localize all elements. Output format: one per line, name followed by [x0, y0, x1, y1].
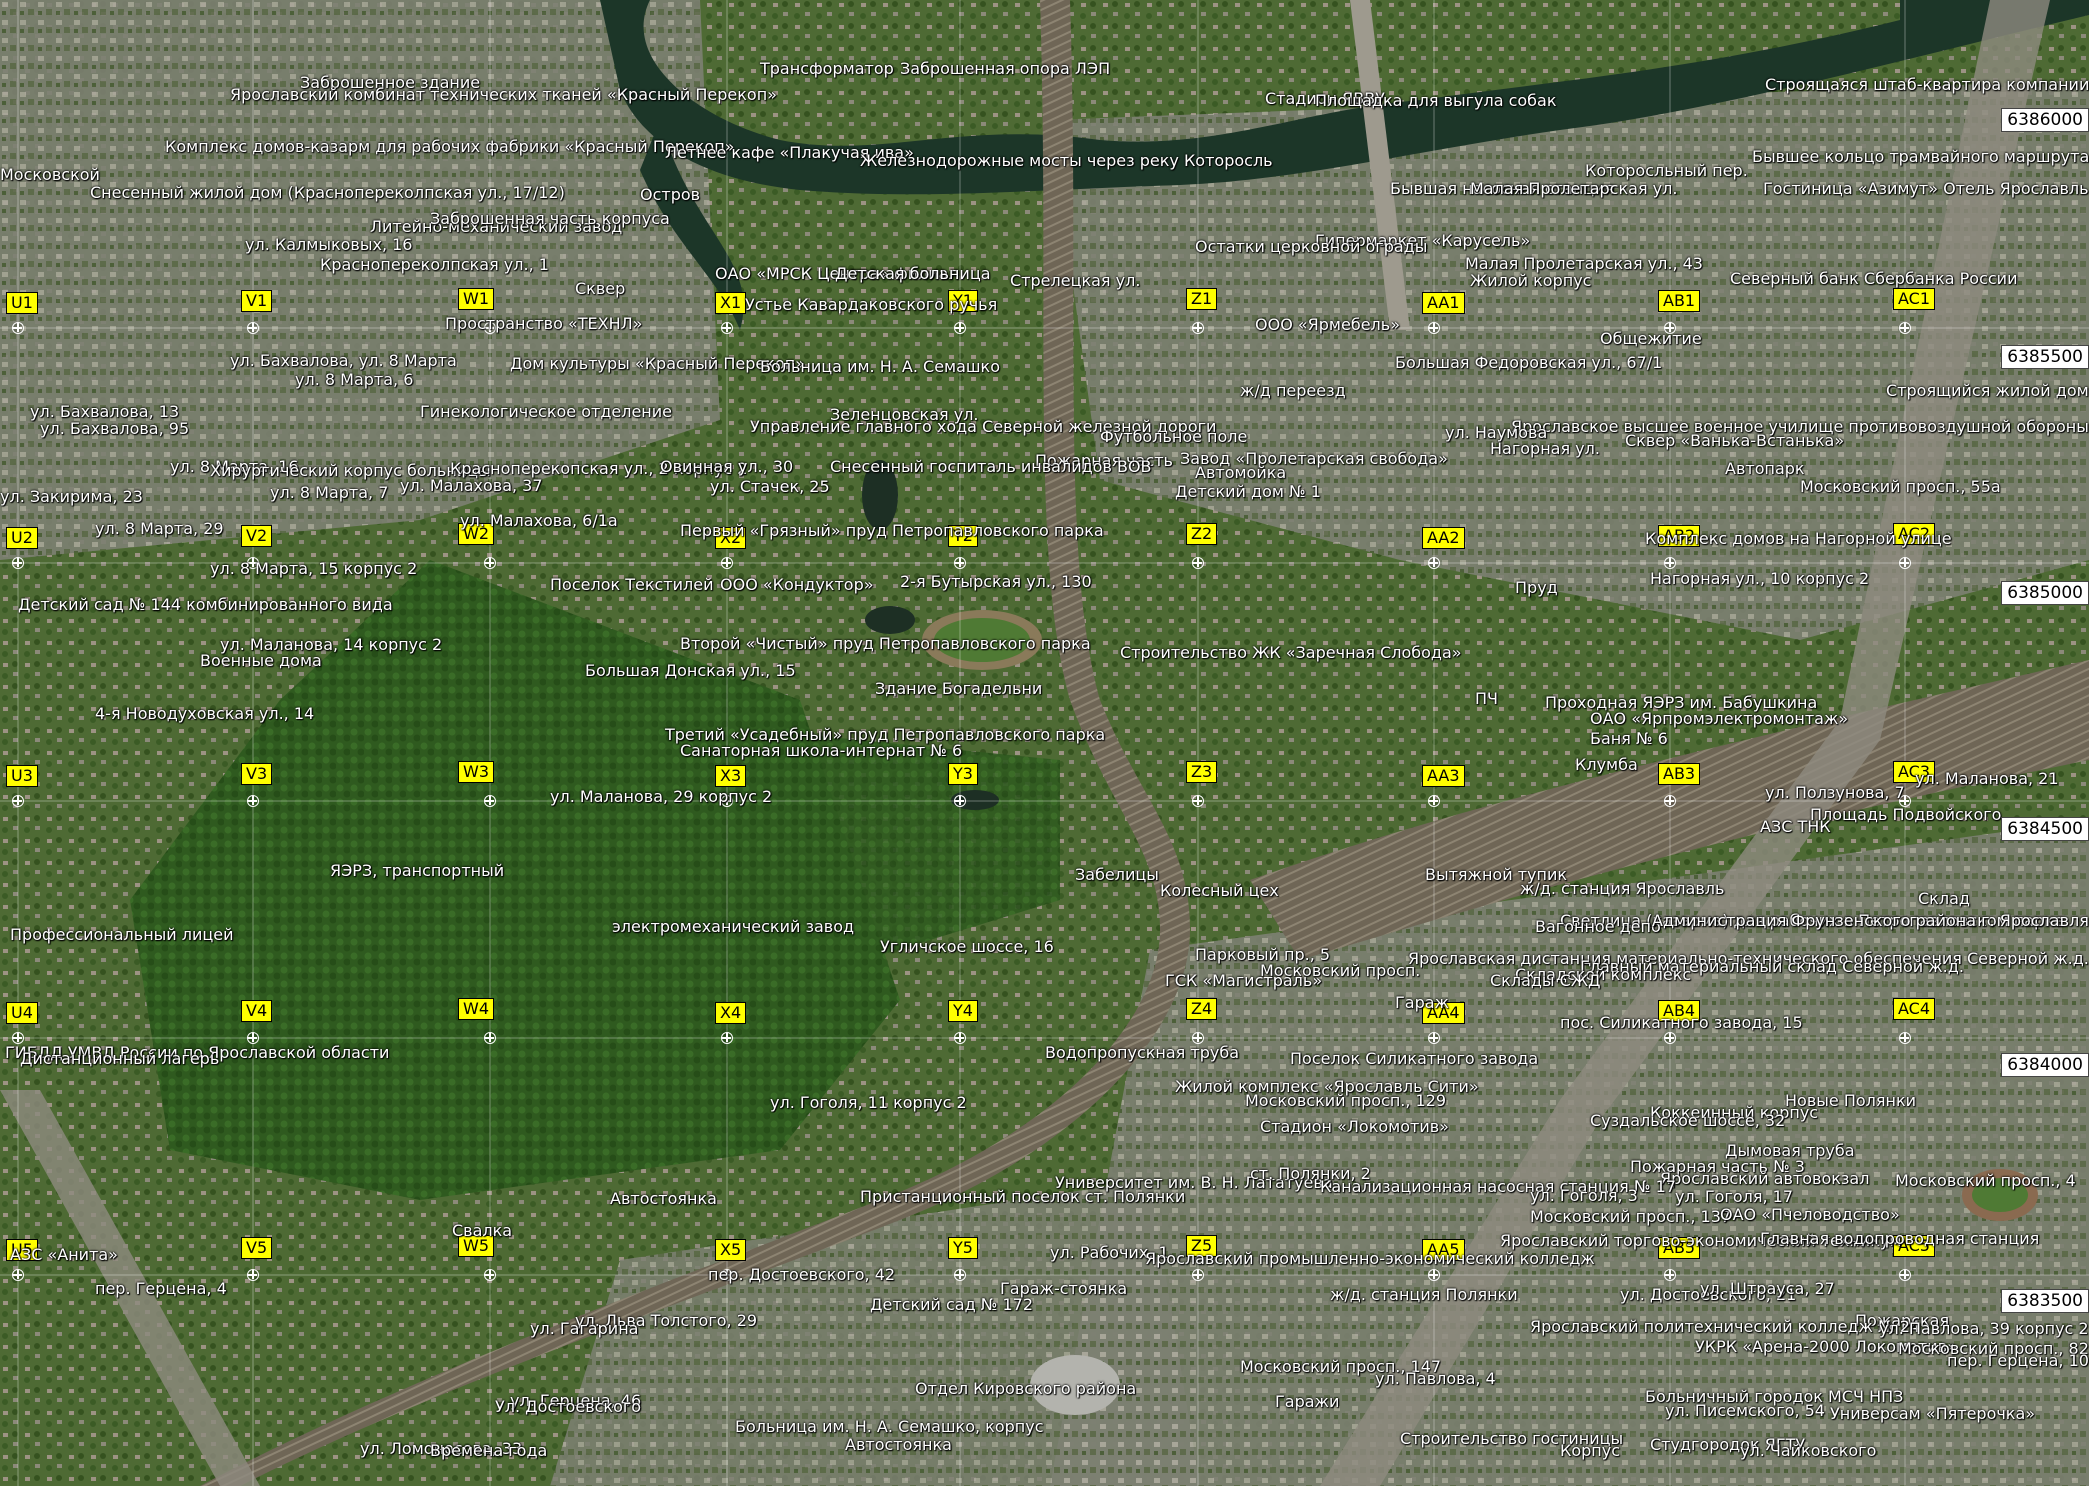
- crosshair-marker-icon[interactable]: [1192, 1032, 1204, 1044]
- grid-square-label[interactable]: AB3: [1658, 763, 1701, 785]
- crosshair-marker-icon[interactable]: [484, 322, 496, 334]
- crosshair-marker-icon[interactable]: [721, 557, 733, 569]
- grid-square-label[interactable]: X3: [715, 765, 747, 787]
- crosshair-marker-icon[interactable]: [1664, 1269, 1676, 1281]
- grid-square-label[interactable]: AB1: [1658, 290, 1701, 312]
- grid-square-label[interactable]: AA1: [1422, 292, 1465, 314]
- crosshair-marker-icon[interactable]: [247, 1032, 259, 1044]
- grid-square-label[interactable]: W1: [458, 288, 494, 310]
- crosshair-marker-icon[interactable]: [721, 1269, 733, 1281]
- crosshair-marker-icon[interactable]: [954, 322, 966, 334]
- grid-square-label[interactable]: AB5: [1658, 1237, 1701, 1259]
- crosshair-marker-icon[interactable]: [1428, 557, 1440, 569]
- grid-square-label[interactable]: U5: [6, 1239, 38, 1261]
- grid-square-label[interactable]: X1: [715, 292, 747, 314]
- crosshair-marker-icon[interactable]: [247, 322, 259, 334]
- grid-square-label[interactable]: AC4: [1893, 998, 1936, 1020]
- grid-square-label[interactable]: U4: [6, 1002, 38, 1024]
- crosshair-marker-icon[interactable]: [1428, 1269, 1440, 1281]
- crosshair-marker-icon[interactable]: [1899, 795, 1911, 807]
- crosshair-marker-icon[interactable]: [1664, 795, 1676, 807]
- northing-coordinate-label: 6385500: [2001, 345, 2089, 369]
- crosshair-marker-icon[interactable]: [484, 1032, 496, 1044]
- grid-square-label[interactable]: V1: [241, 290, 273, 312]
- grid-square-label[interactable]: AA5: [1422, 1239, 1465, 1261]
- crosshair-marker-icon[interactable]: [954, 1032, 966, 1044]
- crosshair-marker-icon[interactable]: [12, 1032, 24, 1044]
- crosshair-marker-icon[interactable]: [12, 795, 24, 807]
- crosshair-marker-icon[interactable]: [1192, 795, 1204, 807]
- crosshair-marker-icon[interactable]: [484, 557, 496, 569]
- northing-coordinate-label: 6385000: [2001, 581, 2089, 605]
- grid-square-label[interactable]: AA4: [1422, 1002, 1465, 1024]
- grid-square-label[interactable]: X4: [715, 1002, 747, 1024]
- grid-square-label[interactable]: AC2: [1893, 523, 1936, 545]
- crosshair-marker-icon[interactable]: [721, 1032, 733, 1044]
- grid-square-label[interactable]: V4: [241, 1000, 273, 1022]
- northing-coordinate-label: 6386000: [2001, 108, 2089, 132]
- crosshair-marker-icon[interactable]: [1664, 557, 1676, 569]
- grid-square-label[interactable]: Y1: [948, 290, 978, 312]
- grid-square-label[interactable]: U2: [6, 527, 38, 549]
- crosshair-marker-icon[interactable]: [1899, 1032, 1911, 1044]
- grid-square-label[interactable]: W4: [458, 998, 494, 1020]
- crosshair-marker-icon[interactable]: [484, 795, 496, 807]
- crosshair-marker-icon[interactable]: [954, 557, 966, 569]
- crosshair-marker-icon[interactable]: [1192, 557, 1204, 569]
- grid-square-label[interactable]: V5: [241, 1237, 273, 1259]
- grid-square-label[interactable]: AA3: [1422, 765, 1465, 787]
- crosshair-marker-icon[interactable]: [1899, 322, 1911, 334]
- grid-square-label[interactable]: W3: [458, 761, 494, 783]
- grid-square-label[interactable]: Z1: [1186, 288, 1218, 310]
- crosshair-marker-icon[interactable]: [954, 1269, 966, 1281]
- crosshair-marker-icon[interactable]: [1899, 1269, 1911, 1281]
- crosshair-marker-icon[interactable]: [12, 1269, 24, 1281]
- crosshair-marker-icon[interactable]: [1664, 322, 1676, 334]
- grid-square-label[interactable]: AC5: [1893, 1235, 1936, 1257]
- northing-coordinate-label: 6383500: [2001, 1289, 2089, 1313]
- crosshair-marker-icon[interactable]: [247, 557, 259, 569]
- crosshair-marker-icon[interactable]: [1192, 322, 1204, 334]
- crosshair-marker-icon[interactable]: [247, 1269, 259, 1281]
- grid-square-label[interactable]: V2: [241, 525, 273, 547]
- grid-square-label[interactable]: X5: [715, 1239, 747, 1261]
- grid-square-label[interactable]: X2: [715, 527, 747, 549]
- crosshair-marker-icon[interactable]: [1664, 1032, 1676, 1044]
- crosshair-marker-icon[interactable]: [1899, 557, 1911, 569]
- northing-coordinate-label: 6384500: [2001, 817, 2089, 841]
- grid-square-label[interactable]: Z3: [1186, 761, 1218, 783]
- grid-square-label[interactable]: Y4: [948, 1000, 978, 1022]
- grid-square-label[interactable]: Y2: [948, 525, 978, 547]
- grid-square-label[interactable]: Y3: [948, 763, 978, 785]
- crosshair-marker-icon[interactable]: [721, 795, 733, 807]
- grid-square-label[interactable]: Y5: [948, 1237, 978, 1259]
- crosshair-marker-icon[interactable]: [12, 322, 24, 334]
- crosshair-marker-icon[interactable]: [247, 795, 259, 807]
- grid-square-label[interactable]: W5: [458, 1235, 494, 1257]
- crosshair-marker-icon[interactable]: [12, 557, 24, 569]
- grid-square-label[interactable]: U1: [6, 292, 38, 314]
- grid-square-label[interactable]: Z2: [1186, 523, 1218, 545]
- grid-square-label[interactable]: AB2: [1658, 525, 1701, 547]
- crosshair-marker-icon[interactable]: [1428, 322, 1440, 334]
- crosshair-marker-icon[interactable]: [954, 795, 966, 807]
- grid-square-label[interactable]: Z4: [1186, 998, 1218, 1020]
- grid-square-label[interactable]: AA2: [1422, 527, 1465, 549]
- grid-square-label[interactable]: U3: [6, 765, 38, 787]
- grid-square-label[interactable]: W2: [458, 523, 494, 545]
- grid-square-label[interactable]: V3: [241, 763, 273, 785]
- grid-square-label[interactable]: AC1: [1893, 288, 1936, 310]
- northing-coordinate-label: 6384000: [2001, 1053, 2089, 1077]
- crosshair-marker-icon[interactable]: [721, 322, 733, 334]
- grid-square-label[interactable]: AC3: [1893, 761, 1936, 783]
- crosshair-marker-icon[interactable]: [1192, 1269, 1204, 1281]
- crosshair-marker-icon[interactable]: [484, 1269, 496, 1281]
- crosshair-marker-icon[interactable]: [1428, 1032, 1440, 1044]
- crosshair-marker-icon[interactable]: [1428, 795, 1440, 807]
- grid-square-label[interactable]: Z5: [1186, 1235, 1218, 1257]
- grid-square-label[interactable]: AB4: [1658, 1000, 1701, 1022]
